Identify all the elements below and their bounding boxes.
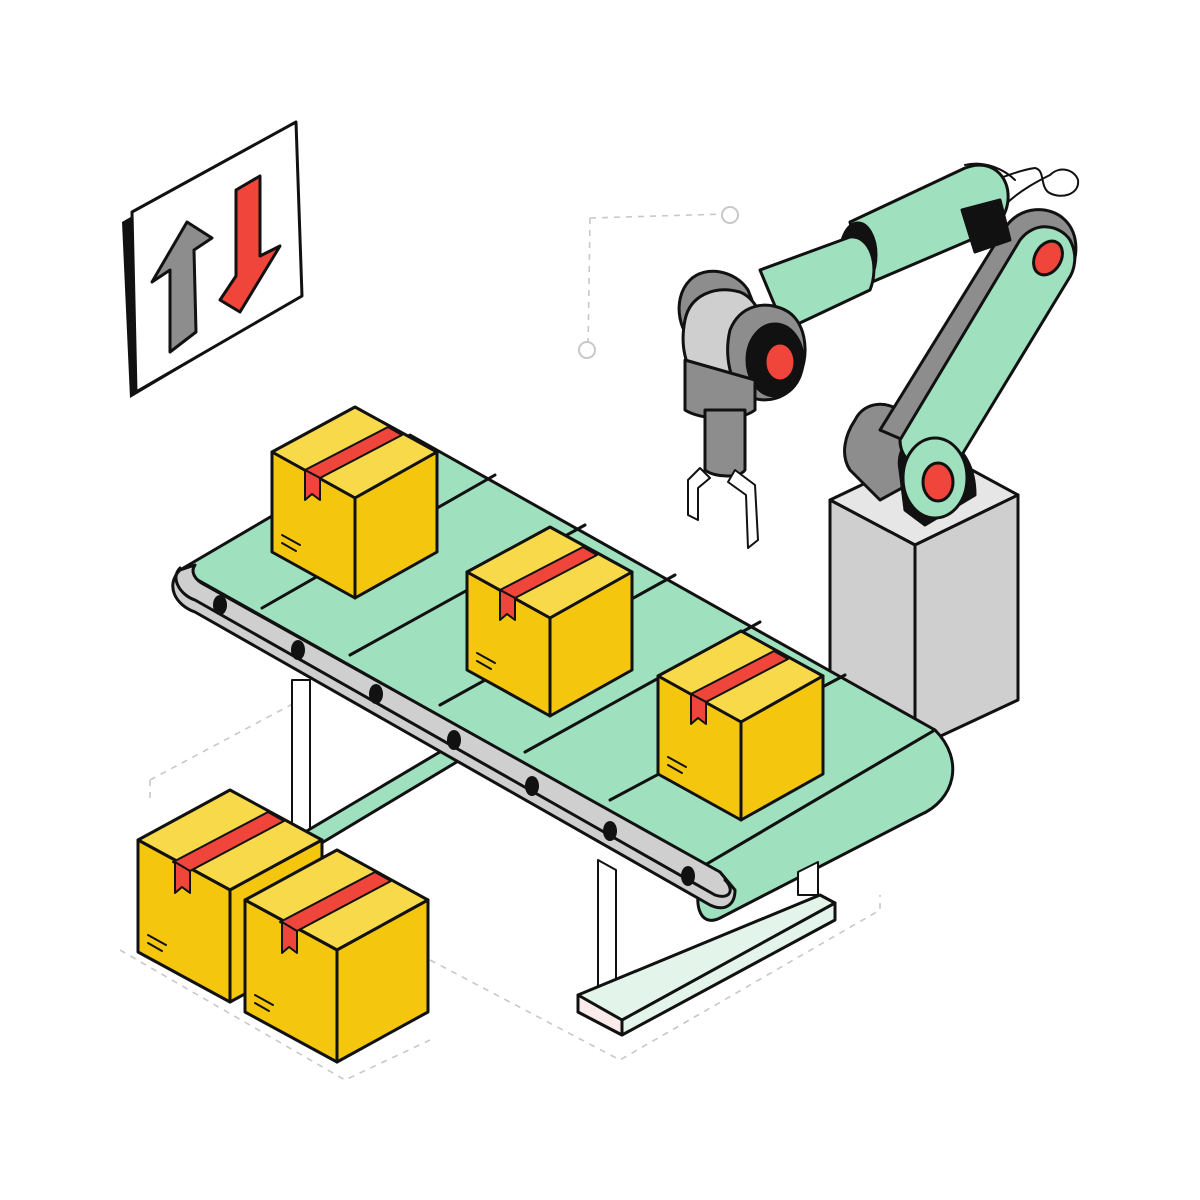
lower-arm-joint-top [1032,239,1064,277]
wrist-joint-light [763,341,797,383]
box-on-belt-1 [270,405,439,600]
connector-node-bottom [578,341,596,359]
connector-node-top [721,206,739,224]
box-on-belt-2 [465,525,634,718]
conveyor-legs-front [576,859,837,1037]
robotic-arm [677,162,1080,549]
floor-box-front [243,848,430,1064]
gripper-icon [687,467,759,549]
floor-guides [119,213,881,1081]
down-arrow-icon [218,174,282,314]
up-arrow-icon [150,220,214,354]
belt-rollers [213,595,695,886]
base-joint-light [921,461,955,503]
direction-sign [122,120,304,398]
box-on-belt-3 [656,629,825,822]
